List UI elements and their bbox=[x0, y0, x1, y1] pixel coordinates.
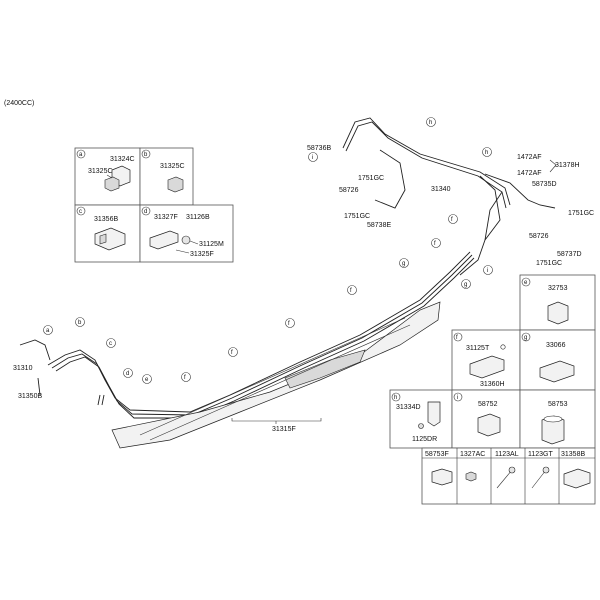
box-c-part-1: 31356B bbox=[94, 216, 118, 223]
detail-box-f: f 31125T 31360H bbox=[451, 329, 521, 391]
box-h-letter: h bbox=[394, 395, 397, 401]
detail-box-d: d 31327F 31126B 31125M 31325F bbox=[139, 204, 234, 263]
callout-i-1: i bbox=[312, 155, 313, 161]
callout-c: c bbox=[109, 341, 112, 347]
box-d-part-1: 31327F bbox=[154, 214, 178, 221]
part-label-1751gc-4: 1751GC bbox=[536, 260, 562, 267]
box-j-part-1: 58753 bbox=[548, 401, 568, 408]
box-a-letter: a bbox=[79, 152, 83, 158]
part-label-1751gc-2: 1751GC bbox=[344, 213, 370, 220]
detail-box-g: g 33066 bbox=[519, 329, 596, 391]
box-a-part-2: 31325C bbox=[88, 168, 113, 175]
callout-f-1: f bbox=[451, 217, 453, 223]
heat-shield bbox=[111, 301, 441, 449]
box-d-part-4: 31325F bbox=[190, 251, 214, 258]
box-f-part-1: 31125T bbox=[466, 345, 490, 352]
callout-f-3: f bbox=[350, 288, 352, 294]
callout-g-2: g bbox=[402, 261, 405, 267]
callout-g-1: g bbox=[464, 282, 467, 288]
part-label-58726-2: 58726 bbox=[529, 233, 549, 240]
callout-f-4: f bbox=[288, 321, 290, 327]
part-label-31315f: 31315F bbox=[272, 426, 296, 433]
box-c-letter: c bbox=[79, 209, 82, 215]
bottom-parts-table: 58753F 1327AC 1123AL 1123GT 31358B bbox=[421, 447, 596, 505]
box-d-letter: d bbox=[144, 209, 147, 215]
part-label-58737d: 58737D bbox=[557, 251, 582, 258]
part-label-58738e: 58738E bbox=[367, 222, 391, 229]
callout-f-2: f bbox=[434, 241, 436, 247]
box-h-part-1: 31334D bbox=[396, 404, 421, 411]
box-h-part-2: 1125DR bbox=[412, 436, 437, 443]
main-pipe-assembly bbox=[19, 251, 475, 419]
callout-e: e bbox=[145, 377, 149, 383]
box-b-part-1: 31325C bbox=[160, 163, 185, 170]
engine-label: (2400CC) bbox=[4, 100, 34, 107]
table-part-1: 58753F bbox=[425, 451, 449, 458]
box-d-part-2: 31126B bbox=[186, 214, 210, 221]
callout-h-1: h bbox=[429, 120, 432, 126]
part-label-31340: 31340 bbox=[431, 186, 451, 193]
box-g-letter: g bbox=[524, 335, 527, 341]
detail-box-h: h 31334D 1125DR bbox=[389, 389, 453, 449]
box-i-letter: i bbox=[457, 395, 458, 401]
detail-box-j: 58753 bbox=[519, 389, 596, 449]
upper-pipe-assembly bbox=[342, 117, 556, 276]
callout-a: a bbox=[46, 328, 50, 334]
box-b-letter: b bbox=[144, 152, 148, 158]
detail-box-b: b 31325C bbox=[139, 147, 194, 206]
callout-h-2: h bbox=[485, 150, 488, 156]
detail-box-c: c 31356B bbox=[74, 204, 141, 263]
part-label-31350b: 31350B bbox=[18, 393, 42, 400]
box-e-letter: e bbox=[524, 280, 528, 286]
callout-markers: i h h f g i g f f f f f e d c b a bbox=[43, 117, 493, 384]
part-label-58735d: 58735D bbox=[532, 181, 557, 188]
detail-box-e: e 32753 bbox=[519, 274, 596, 331]
part-label-31378h: 31378H bbox=[555, 162, 580, 169]
callout-i-2: i bbox=[487, 268, 488, 274]
detail-box-i: i 58752 bbox=[451, 389, 521, 449]
callout-d: d bbox=[126, 371, 129, 377]
box-f-letter: f bbox=[456, 335, 458, 341]
part-label-1751gc-3: 1751GC bbox=[568, 210, 594, 217]
part-label-31310: 31310 bbox=[13, 365, 33, 372]
table-part-5: 31358B bbox=[561, 451, 585, 458]
part-label-1472af-1: 1472AF bbox=[517, 154, 542, 161]
callout-b: b bbox=[78, 320, 82, 326]
box-e-part-1: 32753 bbox=[548, 285, 568, 292]
box-g-part-1: 33066 bbox=[546, 342, 566, 349]
box-d-part-3: 31125M bbox=[199, 241, 224, 248]
table-part-4: 1123GT bbox=[528, 451, 553, 458]
box-a-part-1: 31324C bbox=[110, 156, 135, 163]
callout-f-6: f bbox=[184, 375, 186, 381]
box-i-part-1: 58752 bbox=[478, 401, 498, 408]
box-f-part-2: 31360H bbox=[480, 381, 505, 388]
callout-f-5: f bbox=[231, 350, 233, 356]
table-part-2: 1327AC bbox=[460, 451, 485, 458]
part-label-58726-1: 58726 bbox=[339, 187, 359, 194]
detail-box-a: a 31324C 31325C bbox=[74, 147, 141, 206]
part-label-58736b: 58736B bbox=[307, 145, 331, 152]
part-label-1472af-2: 1472AF bbox=[517, 170, 542, 177]
part-label-1751gc-1: 1751GC bbox=[358, 175, 384, 182]
table-part-3: 1123AL bbox=[495, 451, 519, 458]
